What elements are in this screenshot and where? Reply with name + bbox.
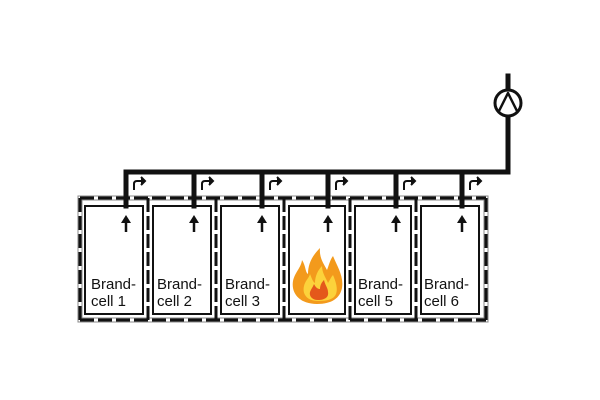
cell-6-label-line1: Brand- bbox=[424, 276, 469, 293]
cell-1-label-line2: cell 1 bbox=[91, 293, 126, 310]
pump-icon bbox=[493, 88, 523, 118]
arrow-up-icon bbox=[121, 215, 131, 232]
cell-box-2 bbox=[152, 205, 212, 315]
cell-box-5 bbox=[354, 205, 412, 315]
arrow-turn-right-icon bbox=[201, 176, 215, 190]
arrow-turn-right-icon bbox=[469, 176, 483, 190]
arrow-up-icon bbox=[189, 215, 199, 232]
arrow-turn-right-icon bbox=[335, 176, 349, 190]
building-frame-outer bbox=[77, 195, 489, 323]
arrow-turn-right-icon bbox=[133, 176, 147, 190]
cell-boxes bbox=[84, 205, 480, 315]
cell-3-label-line1: Brand- bbox=[225, 276, 270, 293]
compartment-walls bbox=[78, 196, 488, 322]
cell-6-label-line2: cell 6 bbox=[424, 293, 459, 310]
cell-2-label-line1: Brand- bbox=[157, 276, 202, 293]
pipe-network bbox=[123, 73, 511, 209]
arrow-turn-right-icon bbox=[403, 176, 417, 190]
arrow-up-icon bbox=[391, 215, 401, 232]
cell-5-label-line2: cell 5 bbox=[358, 293, 393, 310]
fire-core bbox=[309, 280, 329, 300]
cell-labels: Brand- cell 1 Brand- cell 2 Brand- cell … bbox=[91, 276, 469, 310]
arrow-up-icon bbox=[457, 215, 467, 232]
cell-3-label-line2: cell 3 bbox=[225, 293, 260, 310]
cell-5-label-line1: Brand- bbox=[358, 276, 403, 293]
arrow-turn-right-icon bbox=[269, 176, 283, 190]
cell-box-6 bbox=[420, 205, 480, 315]
cell-1-label-line1: Brand- bbox=[91, 276, 136, 293]
flow-up-arrows bbox=[121, 215, 467, 232]
arrow-up-icon bbox=[257, 215, 267, 232]
cell-box-3 bbox=[220, 205, 280, 315]
cell-box-1 bbox=[84, 205, 144, 315]
flow-turn-arrows bbox=[133, 176, 483, 190]
cell-2-label-line2: cell 2 bbox=[157, 293, 192, 310]
fire-icon bbox=[292, 248, 343, 304]
arrow-up-icon bbox=[323, 215, 333, 232]
